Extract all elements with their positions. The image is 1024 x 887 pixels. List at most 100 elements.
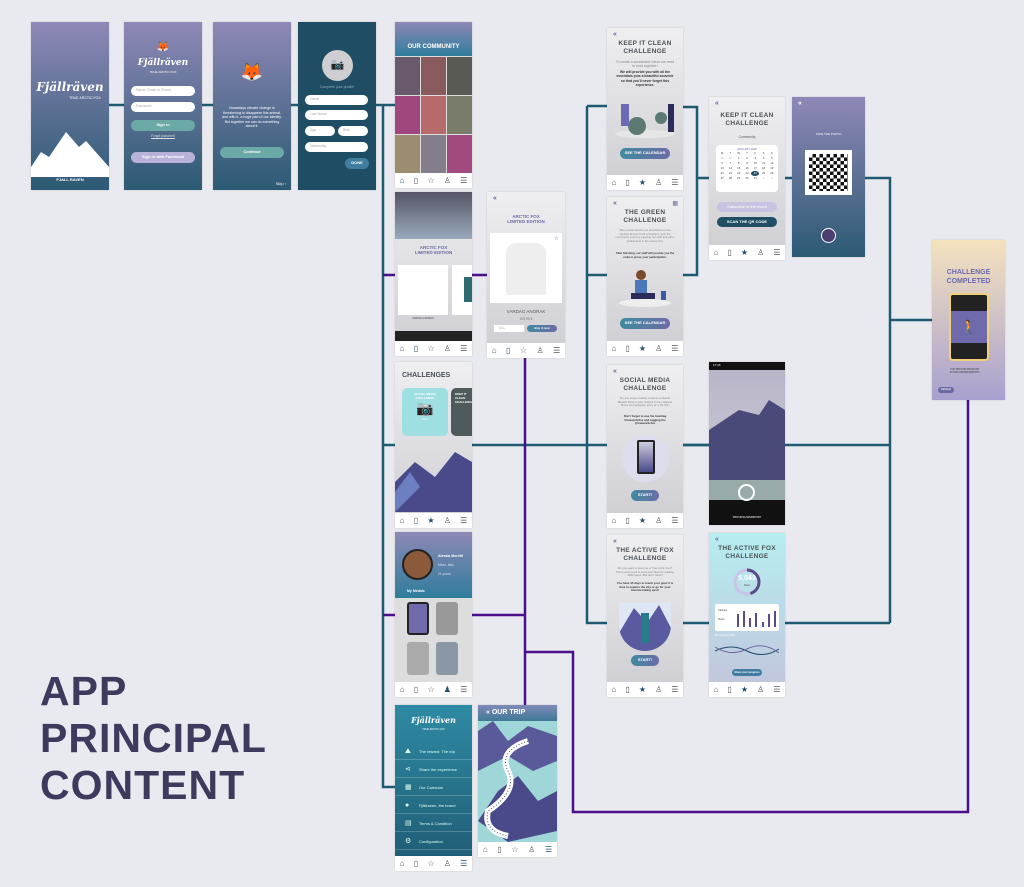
medal[interactable] [436, 602, 458, 635]
menu-icon[interactable]: ☰ [671, 344, 679, 353]
calendar-date[interactable]: 5 [771, 156, 773, 160]
calendar-date[interactable]: 29 [737, 176, 741, 180]
back-icon[interactable]: « [715, 536, 719, 543]
community-photo[interactable] [395, 96, 420, 134]
menu-icon[interactable]: ☰ [460, 859, 468, 868]
calendar-date[interactable]: 2 [746, 156, 748, 160]
home-icon[interactable]: ⌂ [491, 346, 497, 355]
profile-icon[interactable]: ♙ [536, 346, 544, 355]
password-field[interactable]: Password [131, 102, 195, 112]
calendar-date[interactable]: 11 [762, 161, 766, 165]
profile-icon[interactable]: ♙ [655, 344, 663, 353]
menu-icon[interactable]: ☰ [460, 176, 468, 185]
menu-item[interactable]: ▦Our Calendar [395, 779, 472, 796]
calendar-date[interactable]: 25 [762, 171, 766, 175]
community-photo[interactable] [421, 96, 446, 134]
back-icon[interactable]: « [493, 195, 497, 202]
home-icon[interactable]: ⌂ [611, 685, 617, 694]
start-button[interactable]: START! [631, 655, 659, 666]
size-select[interactable]: Size [494, 325, 524, 332]
calendar-date[interactable]: 2 [771, 176, 773, 180]
medal[interactable] [436, 642, 458, 675]
see-calendar-button[interactable]: SEE THE CALENDAR [620, 318, 670, 329]
home-icon[interactable]: ⌂ [713, 248, 719, 257]
camera-icon[interactable]: 📷 [322, 50, 353, 81]
back-icon[interactable]: « [715, 100, 719, 107]
calendar-date[interactable]: 19 [770, 166, 774, 170]
calendar-date[interactable]: 1 [737, 156, 740, 160]
star-icon[interactable]: ★ [638, 344, 647, 353]
home-icon[interactable]: ⌂ [482, 845, 488, 854]
calendar-date[interactable]: 13 [720, 166, 724, 170]
community-photo[interactable] [447, 57, 472, 95]
calendar-date[interactable]: 20 [720, 171, 724, 175]
bag-icon[interactable]: ▯ [625, 516, 630, 525]
redeem-button[interactable]: REDEEM [938, 387, 954, 393]
tab-my-medals[interactable]: My Medals [407, 589, 425, 593]
back-icon[interactable]: « [613, 538, 617, 545]
birth-select[interactable]: Birth [338, 126, 368, 136]
buy-now-button[interactable]: Buy it now [527, 325, 557, 332]
star-icon[interactable]: ★ [638, 178, 647, 187]
bag-icon[interactable]: ▯ [625, 685, 630, 694]
menu-icon[interactable]: ☰ [460, 344, 468, 353]
profile-icon[interactable]: ♟ [443, 685, 451, 694]
bag-icon[interactable]: ▯ [413, 859, 419, 868]
bag-icon[interactable]: ▯ [413, 685, 419, 694]
skip-button[interactable]: Skip › [275, 181, 286, 186]
menu-item[interactable]: ●Fjällraven, the brand [395, 797, 472, 814]
calendar-date[interactable]: 27 [720, 176, 724, 180]
calendar-date[interactable]: 10 [753, 161, 757, 165]
menu-icon[interactable]: ☰ [544, 845, 553, 854]
community-photo[interactable] [447, 96, 472, 134]
forgot-password-link[interactable]: Forgot password [151, 134, 175, 138]
star-icon[interactable]: ★ [740, 248, 749, 257]
bag-icon[interactable]: ▯ [727, 685, 732, 694]
home-icon[interactable]: ⌂ [611, 344, 617, 353]
calendar-date[interactable]: 8 [737, 161, 740, 165]
home-icon[interactable]: ⌂ [611, 178, 617, 187]
trip-map[interactable] [478, 721, 557, 842]
back-icon[interactable]: « [613, 200, 617, 207]
calendar-date[interactable]: 15 [737, 166, 741, 170]
calendar-date[interactable]: 12 [770, 161, 774, 165]
star-icon[interactable]: ☆ [427, 685, 435, 694]
calendar-date[interactable]: 23 [745, 171, 749, 175]
medal[interactable] [407, 642, 429, 675]
calendar-date[interactable]: 24 [751, 171, 760, 176]
keep-it-clean-challenge-card[interactable]: KEEP IT CLEAN CHALLENGE [451, 388, 472, 436]
facebook-sign-in-button[interactable]: Sign in with Facebook [131, 152, 195, 163]
calendar-date[interactable]: 14 [728, 166, 732, 170]
menu-icon[interactable]: ☰ [773, 685, 781, 694]
calendar-date[interactable]: 4 [762, 156, 765, 160]
profile-icon[interactable]: ♙ [655, 516, 663, 525]
community-photo[interactable] [395, 135, 420, 173]
menu-item[interactable]: ⛰The reward: The trip [395, 743, 472, 760]
shutter-button[interactable] [821, 228, 836, 243]
bag-icon[interactable]: ▯ [413, 176, 419, 185]
home-icon[interactable]: ⌂ [399, 685, 405, 694]
bag-icon[interactable]: ▯ [413, 344, 419, 353]
menu-icon[interactable]: ☰ [460, 516, 468, 525]
bag-icon[interactable]: ▯ [413, 516, 419, 525]
calendar-date[interactable]: 6 [721, 161, 723, 165]
done-button[interactable]: DONE [345, 158, 369, 169]
start-button[interactable]: START! [631, 490, 659, 501]
social-media-challenge-card[interactable]: SOCIAL MEDIA CHALLENGE📷Start [402, 388, 448, 436]
star-icon[interactable]: ★ [638, 516, 647, 525]
calendar-date[interactable]: 1 [762, 176, 765, 180]
star-icon[interactable]: ☆ [427, 176, 435, 185]
subscribe-button[interactable]: Subscribe to the event [717, 202, 777, 212]
menu-icon[interactable]: ☰ [773, 248, 781, 257]
nationality-select[interactable]: Nationality [305, 142, 368, 152]
profile-icon[interactable]: ♙ [443, 176, 451, 185]
home-icon[interactable]: ⌂ [399, 344, 405, 353]
last-name-field[interactable]: Last Name [305, 110, 368, 120]
star-icon[interactable]: ☆ [519, 346, 528, 355]
scan-qr-button[interactable]: SCAN THE QR CODE [717, 217, 777, 227]
community-photo[interactable] [447, 135, 472, 173]
back-icon[interactable]: « [613, 368, 617, 375]
product-card[interactable]: VARDAG ANORAK [398, 265, 448, 320]
menu-item[interactable]: ⚙Configuration [395, 833, 472, 850]
home-icon[interactable]: ⌂ [399, 176, 405, 185]
